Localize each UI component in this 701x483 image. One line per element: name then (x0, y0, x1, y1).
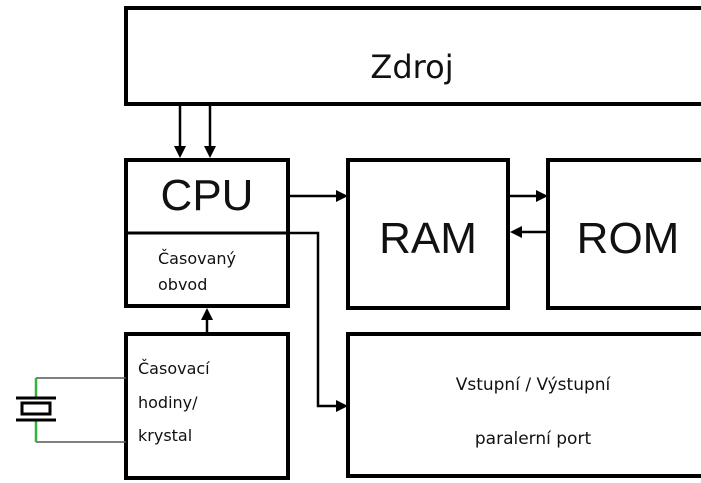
cpu-label: CPU (161, 171, 254, 220)
ram-box (346, 158, 510, 310)
crystal-body (20, 401, 52, 416)
clock-to-cpu-arrow (201, 308, 213, 334)
rom-label: ROM (577, 214, 680, 263)
ram-block: RAM (346, 158, 510, 310)
power-supply-label: Zdroj (370, 48, 453, 86)
rom-to-ram-head (510, 226, 522, 238)
power-to-cpu-arrows (174, 104, 216, 158)
ram-label: RAM (379, 214, 477, 263)
cpu-to-ram-head (336, 190, 348, 202)
io-port-line1: Vstupní / Výstupní (456, 375, 612, 395)
timed-circuit-line2: obvod (158, 275, 207, 294)
rom-block: ROM (546, 158, 701, 310)
cpu-to-ram-arrow (288, 190, 348, 202)
timed-circuit-line1: Časovaný (158, 249, 236, 268)
io-port-box (346, 332, 701, 478)
ram-rom-arrows (508, 190, 548, 238)
clock-line2: hodiny/ (138, 393, 198, 412)
power-arrow-2-head (204, 146, 216, 158)
rom-box (546, 158, 701, 310)
cpu-to-io-arrow (288, 231, 348, 412)
crystal-oscillator-icon (16, 377, 126, 443)
io-port-line2: paralerní port (475, 429, 592, 449)
power-supply-box (124, 6, 701, 106)
ram-to-rom-head (536, 190, 548, 202)
cpu-block: CPU Časovaný obvod (124, 158, 290, 308)
cpu-to-io-head (336, 400, 348, 412)
power-supply-block: Zdroj (124, 6, 701, 106)
clock-to-cpu-head (201, 308, 213, 320)
cpu-to-io-line (288, 231, 338, 408)
io-port-block: Vstupní / Výstupní paralerní port (346, 332, 701, 478)
power-arrow-1-head (174, 146, 186, 158)
clock-line1: Časovací (138, 359, 210, 378)
clock-block: Časovací hodiny/ krystal (124, 332, 290, 480)
clock-line3: krystal (138, 426, 192, 445)
clock-box (124, 332, 290, 480)
